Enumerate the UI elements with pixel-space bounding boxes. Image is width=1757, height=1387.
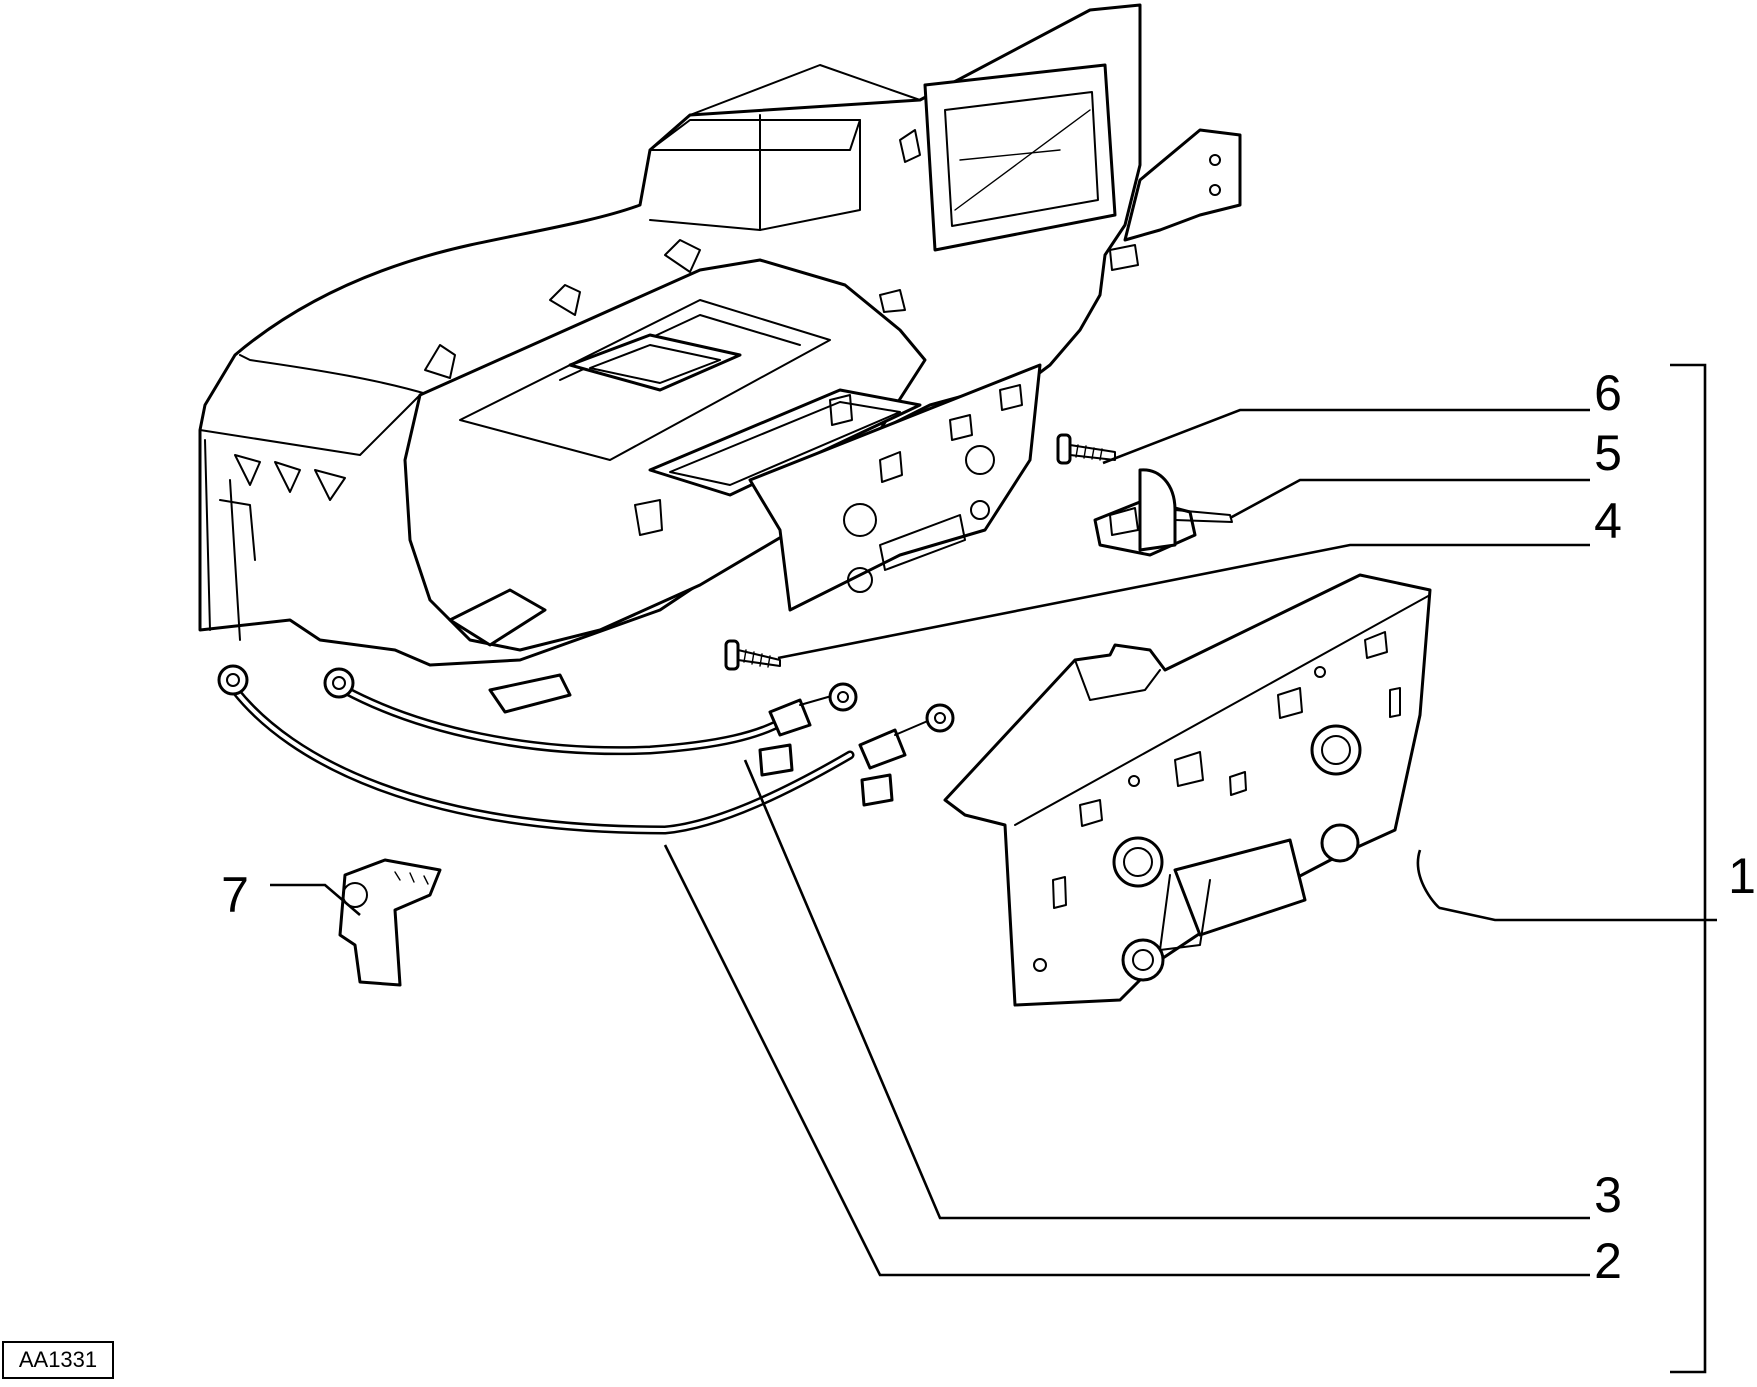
control-panel-1 xyxy=(943,573,1432,1007)
reference-code-box: AA1331 xyxy=(2,1341,114,1379)
callout-labels: 6 5 4 1 3 2 7 xyxy=(221,365,1756,1289)
screw-6 xyxy=(1056,433,1116,465)
heater-housing xyxy=(198,3,1242,714)
clip-7 xyxy=(338,858,442,987)
screw-4 xyxy=(724,639,781,671)
callout-7: 7 xyxy=(221,867,249,923)
control-cables xyxy=(217,664,955,835)
callout-4: 4 xyxy=(1594,493,1622,549)
callout-5: 5 xyxy=(1594,425,1622,481)
callout-6: 6 xyxy=(1594,365,1622,421)
leader-lines xyxy=(270,363,1717,1374)
switch-5 xyxy=(1093,468,1233,557)
callout-1: 1 xyxy=(1728,848,1756,904)
callout-3: 3 xyxy=(1594,1167,1622,1223)
callout-2: 2 xyxy=(1594,1233,1622,1289)
